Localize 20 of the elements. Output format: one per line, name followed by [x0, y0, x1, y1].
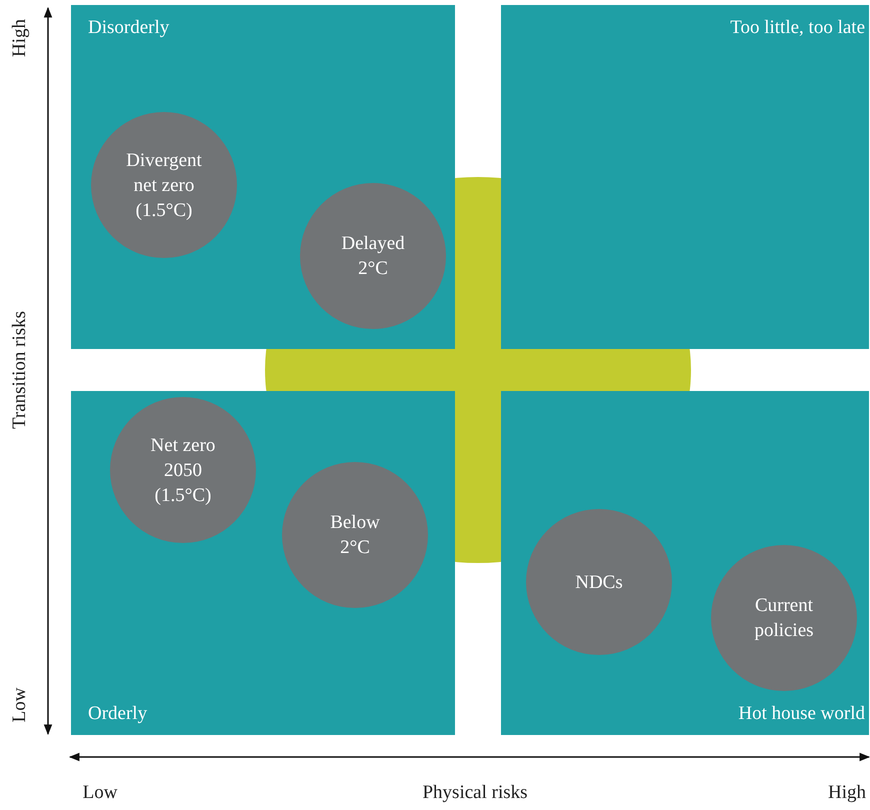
scenario-label: Delayed 2°C: [340, 232, 406, 281]
quadrant-panel: [501, 5, 869, 349]
axis-label: Low: [9, 688, 31, 722]
axis-label: High: [9, 19, 31, 57]
quadrant-panel: [71, 5, 455, 349]
quadrant-panel: [501, 391, 869, 735]
axis-title: Transition risks: [9, 310, 31, 430]
scenario-label: Divergent net zero (1.5°C): [125, 148, 203, 222]
scenario-label: NDCs: [574, 570, 624, 594]
axis-title: Physical risks: [422, 782, 528, 804]
quadrant-heading: Orderly: [88, 703, 148, 725]
quadrant-heading: Too little, too late: [730, 17, 865, 39]
quadrant-heading: Hot house world: [738, 703, 865, 725]
quadrant-panel: [71, 391, 455, 735]
quadrant-heading: Disorderly: [88, 17, 170, 39]
scenario-label: Net zero 2050 (1.5°C): [150, 434, 216, 508]
scenario-label: Current policies: [753, 594, 815, 643]
axis-label: High: [828, 782, 866, 804]
axis-label: Low: [82, 782, 118, 804]
scenario-label: Below 2°C: [329, 511, 381, 560]
